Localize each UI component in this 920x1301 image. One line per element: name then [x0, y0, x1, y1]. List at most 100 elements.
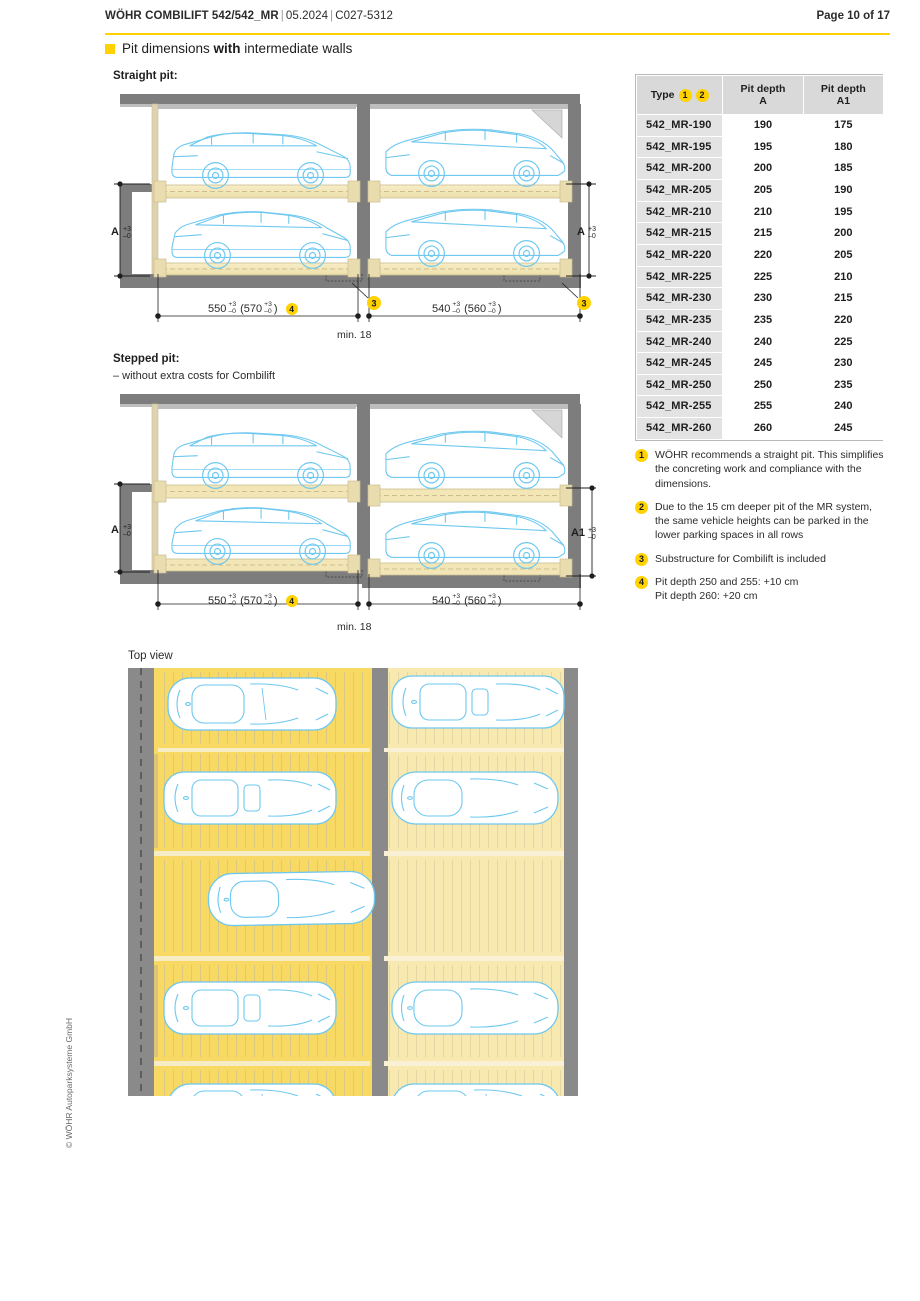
cell-pit-depth-a: 210: [722, 200, 804, 224]
svg-text:–0: –0: [123, 233, 131, 240]
pit-depth-table-wrapper: Type 1 2 Pit depth A Pit depth A1 542_MR…: [635, 74, 885, 441]
title-swatch-icon: [105, 43, 115, 54]
tol-plus-7: +3: [452, 593, 461, 600]
dim-left-tolerance: +3–0: [228, 301, 237, 316]
pit-depth-table-border: Type 1 2 Pit depth A Pit depth A1 542_MR…: [635, 74, 885, 441]
dim-right-value-2: 540: [432, 594, 451, 607]
dim-left-alt-tolerance: +3–0: [264, 301, 272, 316]
col-header-type: Type 1 2: [635, 74, 724, 116]
cell-pit-depth-a1: 220: [802, 308, 885, 332]
cell-pit-depth-a: 250: [722, 373, 804, 397]
cell-type: 542_MR-195: [635, 135, 724, 159]
cell-type: 542_MR-245: [635, 352, 724, 375]
svg-text:+3: +3: [588, 226, 596, 233]
dim-right-alt-value: (560: [464, 302, 487, 315]
header-product-line: WÖHR COMBILIFT 542/542_MR|05.2024|C027-5…: [105, 10, 393, 22]
stepped-pit-note: – without extra costs for Combilift: [113, 370, 276, 382]
cell-type: 542_MR-230: [635, 287, 724, 310]
page-title-post: intermediate walls: [240, 41, 353, 56]
page-title-bold: with: [213, 41, 241, 56]
col-header-a1-line2: A1: [836, 95, 851, 108]
svg-text:A: A: [111, 524, 119, 536]
cell-pit-depth-a: 200: [722, 157, 804, 181]
tol-plus-4: +3: [488, 301, 496, 308]
footnote-text: Due to the 15 cm deeper pit of the MR sy…: [655, 500, 873, 542]
col-header-badge-2: 2: [695, 88, 709, 102]
cell-pit-depth-a1: 210: [802, 265, 885, 289]
col-header-a1-line1: Pit depth: [820, 83, 866, 95]
svg-text:–0: –0: [123, 531, 131, 538]
tol-minus-7: –0: [452, 599, 460, 607]
top-view-label: Top view: [128, 650, 173, 662]
stepped-pit-right-dimension: 540 +3–0 (560 +3–0 ): [432, 593, 502, 608]
dim-right-alt-tolerance: +3–0: [488, 301, 496, 316]
cell-pit-depth-a1: 235: [802, 373, 885, 397]
cell-pit-depth-a: 260: [722, 417, 804, 440]
svg-text:+3: +3: [123, 524, 131, 531]
col-header-type-label: Type: [650, 89, 675, 102]
dim-left-close-paren: ): [273, 302, 278, 315]
footer-copyright: © WÖHR Autoparksysteme GmbH: [64, 1017, 74, 1148]
cell-pit-depth-a1: 245: [802, 417, 885, 440]
tol-plus-2: +3: [264, 301, 272, 308]
svg-text:–0: –0: [588, 534, 596, 541]
cell-pit-depth-a1: 225: [802, 330, 885, 354]
tol-minus-5: –0: [228, 599, 236, 607]
dim-left-value: 550: [208, 302, 227, 315]
cell-pit-depth-a1: 195: [802, 200, 885, 224]
cell-pit-depth-a1: 190: [802, 179, 885, 202]
dim-left-value-2: 550: [208, 594, 227, 607]
cell-pit-depth-a: 255: [722, 395, 804, 419]
footnote-text: Substructure for Combilift is included: [655, 552, 826, 565]
cell-pit-depth-a1: 215: [802, 287, 885, 310]
stepped-pit-label: Stepped pit:: [113, 353, 180, 365]
svg-text:–0: –0: [588, 233, 596, 240]
col-header-a-line2: A: [759, 95, 767, 108]
tol-plus-5: +3: [228, 593, 237, 600]
svg-text:3: 3: [581, 299, 586, 309]
dim-right-tolerance: +3–0: [452, 301, 460, 316]
top-view-drawing: [128, 668, 578, 1096]
cell-pit-depth-a: 205: [722, 179, 804, 202]
cell-type: 542_MR-220: [635, 243, 724, 267]
col-header-badge-1: 1: [678, 88, 692, 102]
straight-pit-label: Straight pit:: [113, 70, 178, 82]
tol-minus: –0: [228, 307, 236, 315]
cell-type: 542_MR-235: [635, 308, 724, 332]
header-sep-2: |: [330, 10, 334, 22]
cell-type: 542_MR-215: [635, 222, 724, 245]
dim-right-close-paren: ): [497, 302, 502, 315]
tol-plus-6: +3: [264, 593, 272, 600]
dim-left-close-paren-2: ): [273, 594, 278, 607]
straight-pit-right-dimension: 540 +3–0 (560 +3–0 ): [432, 301, 502, 316]
col-header-pit-depth-a1: Pit depth A1: [802, 74, 885, 116]
tol-minus-3: –0: [452, 307, 460, 315]
dim-left-alt-value: (570: [240, 302, 263, 315]
cell-pit-depth-a: 215: [722, 222, 804, 245]
cell-pit-depth-a: 195: [722, 135, 804, 159]
dim-left-alt-value-2: (570: [240, 594, 263, 607]
tol-minus-4: –0: [488, 307, 496, 315]
cell-type: 542_MR-210: [635, 200, 724, 224]
cell-type: 542_MR-205: [635, 179, 724, 202]
header-product-name: WÖHR COMBILIFT 542/542_MR: [105, 10, 279, 22]
cell-type: 542_MR-260: [635, 417, 724, 440]
footnote-text: WÖHR recommends a straight pit. This sim…: [655, 449, 884, 490]
tol-plus: +3: [228, 301, 237, 308]
col-header-a-line1: Pit depth: [740, 83, 786, 95]
svg-text:A: A: [111, 226, 119, 238]
